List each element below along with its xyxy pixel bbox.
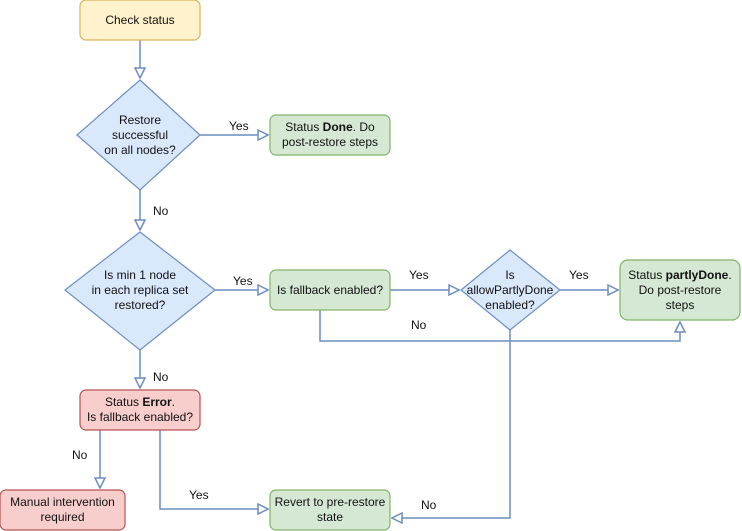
allow-line2: allowPartlyDone [466, 282, 554, 297]
restore-line2: successful [111, 127, 168, 142]
manual-line2: required [40, 510, 85, 524]
revert-line2: state [316, 510, 343, 524]
manual-intervention-label: Manual intervention required [0, 490, 125, 530]
edge-label-fallback-no: No [411, 318, 427, 332]
check-status-node [79, 0, 201, 41]
allow-line1: Is [505, 267, 515, 282]
edge-label-min-node-yes: Yes [233, 274, 253, 288]
status-done-node [269, 114, 391, 156]
min-one-node-decision [64, 231, 216, 351]
error-post: . [171, 395, 176, 409]
edge-label-min-node-no: No [153, 370, 169, 384]
status-done-label: Status Done. Do post-restore steps [270, 115, 390, 155]
status-done-pre: Status [285, 120, 323, 134]
partly-done-pre: Status [628, 267, 666, 282]
min-node-line2: in each replica set [91, 282, 189, 297]
fallback-enabled-label: Is fallback enabled? [270, 270, 390, 310]
status-partly-done-label: Status partlyDone. Do post-restore steps [620, 260, 740, 320]
status-done-bold: Done [322, 120, 353, 134]
edge-label-restore-yes: Yes [229, 119, 249, 133]
edge-label-error-yes: Yes [189, 488, 209, 502]
status-error-node [79, 389, 201, 431]
edge-label-restore-no: No [153, 204, 169, 218]
error-bold: Error [142, 395, 172, 409]
manual-intervention-node [0, 489, 126, 531]
allow-partly-done-label: Is allowPartlyDone enabled? [460, 262, 560, 318]
min-node-line3: restored? [114, 297, 166, 312]
fallback-enabled-node [269, 269, 391, 311]
partly-done-line3: steps [665, 297, 695, 312]
check-status-text: Check status [105, 12, 175, 27]
partly-done-bold: partlyDone [665, 267, 729, 282]
edge-allow-no [392, 330, 511, 518]
edge-label-fallback-yes: Yes [409, 268, 429, 282]
status-done-post: . Do [352, 120, 375, 134]
error-pre: Status [104, 395, 143, 409]
allow-partly-done-decision [460, 249, 561, 331]
min-one-node-label: Is min 1 node in each replica set restor… [70, 260, 210, 320]
edge-label-error-no: No [72, 448, 88, 462]
status-error-label: Status Error. Is fallback enabled? [80, 390, 200, 430]
edge-error-yes [159, 430, 268, 509]
restore-successful-decision [76, 79, 201, 191]
partly-done-line2: Do post-restore [638, 282, 722, 297]
edge-fallback-no [319, 310, 680, 342]
min-node-line1: Is min 1 node [103, 267, 177, 282]
revert-line1: Revert to pre-restore [274, 495, 386, 509]
manual-line1: Manual intervention [10, 495, 115, 509]
partly-done-post: . [728, 267, 732, 282]
revert-node [269, 489, 391, 531]
restore-line3: on all nodes? [104, 142, 176, 157]
fallback-enabled-text: Is fallback enabled? [276, 282, 384, 297]
restore-successful-label: Restore successful on all nodes? [80, 105, 200, 165]
edge-label-allow-yes: Yes [569, 268, 589, 282]
check-status-label: Check status [80, 0, 200, 40]
restore-line1: Restore [118, 112, 161, 127]
edge-label-allow-no: No [421, 498, 437, 512]
status-partly-done-node [619, 259, 741, 321]
status-done-line2: post-restore steps [281, 135, 379, 149]
allow-line3: enabled? [485, 297, 535, 312]
error-line2: Is fallback enabled? [86, 410, 194, 424]
revert-label: Revert to pre-restore state [270, 490, 390, 530]
